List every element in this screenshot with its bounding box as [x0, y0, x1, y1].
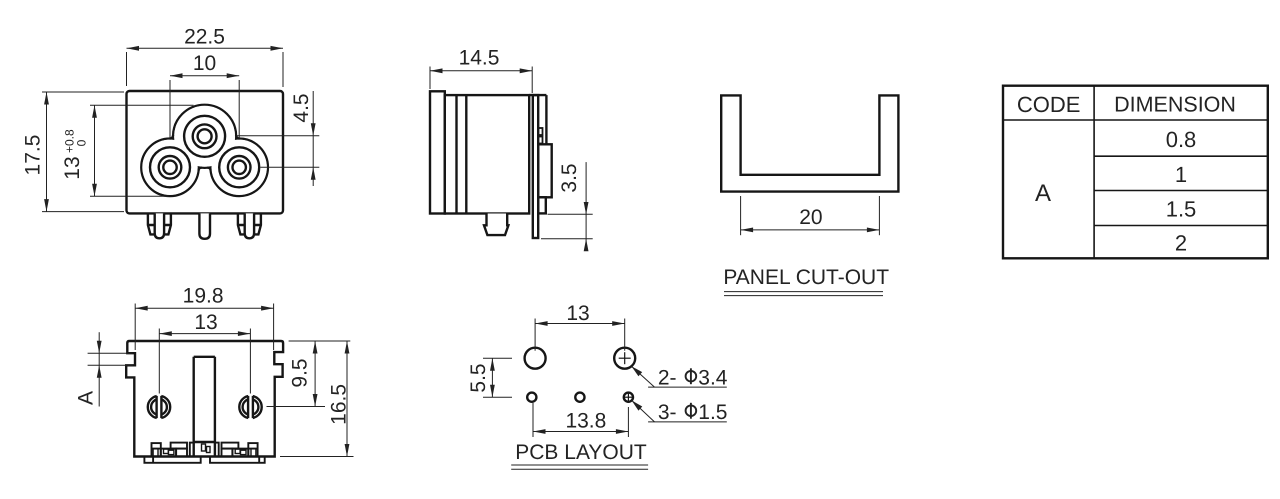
svg-text:22.5: 22.5 — [184, 26, 225, 49]
svg-text:+0.8: +0.8 — [63, 129, 77, 153]
svg-text:1: 1 — [1175, 162, 1187, 187]
svg-text:14.5: 14.5 — [459, 47, 500, 70]
svg-text:4.5: 4.5 — [290, 93, 313, 122]
svg-text:1.5: 1.5 — [698, 401, 727, 424]
svg-text:5.5: 5.5 — [467, 363, 490, 392]
svg-text:13.8: 13.8 — [565, 409, 606, 432]
svg-text:A: A — [1035, 180, 1051, 207]
svg-text:3.4: 3.4 — [698, 366, 728, 389]
svg-text:10: 10 — [193, 52, 216, 75]
svg-text:13: 13 — [61, 156, 84, 179]
svg-text:16.5: 16.5 — [328, 384, 351, 425]
svg-text:PCB LAYOUT: PCB LAYOUT — [515, 441, 647, 464]
svg-text:CODE: CODE — [1017, 92, 1081, 117]
svg-text:2-: 2- — [658, 366, 677, 389]
svg-text:3.5: 3.5 — [558, 163, 581, 192]
svg-text:0.8: 0.8 — [1166, 127, 1197, 152]
svg-text:13: 13 — [194, 311, 217, 334]
svg-text:17.5: 17.5 — [22, 135, 45, 176]
svg-text:DIMENSION: DIMENSION — [1114, 93, 1236, 117]
svg-text:0: 0 — [75, 139, 89, 153]
svg-text:9.5: 9.5 — [289, 358, 312, 387]
svg-text:20: 20 — [799, 206, 822, 229]
svg-text:3-: 3- — [658, 401, 677, 424]
svg-text:13: 13 — [566, 302, 589, 325]
svg-text:2: 2 — [1175, 231, 1187, 256]
svg-text:19.8: 19.8 — [183, 285, 224, 308]
svg-text:A: A — [75, 391, 98, 405]
svg-text:PANEL CUT-OUT: PANEL CUT-OUT — [723, 266, 889, 289]
svg-text:1.5: 1.5 — [1166, 197, 1197, 222]
